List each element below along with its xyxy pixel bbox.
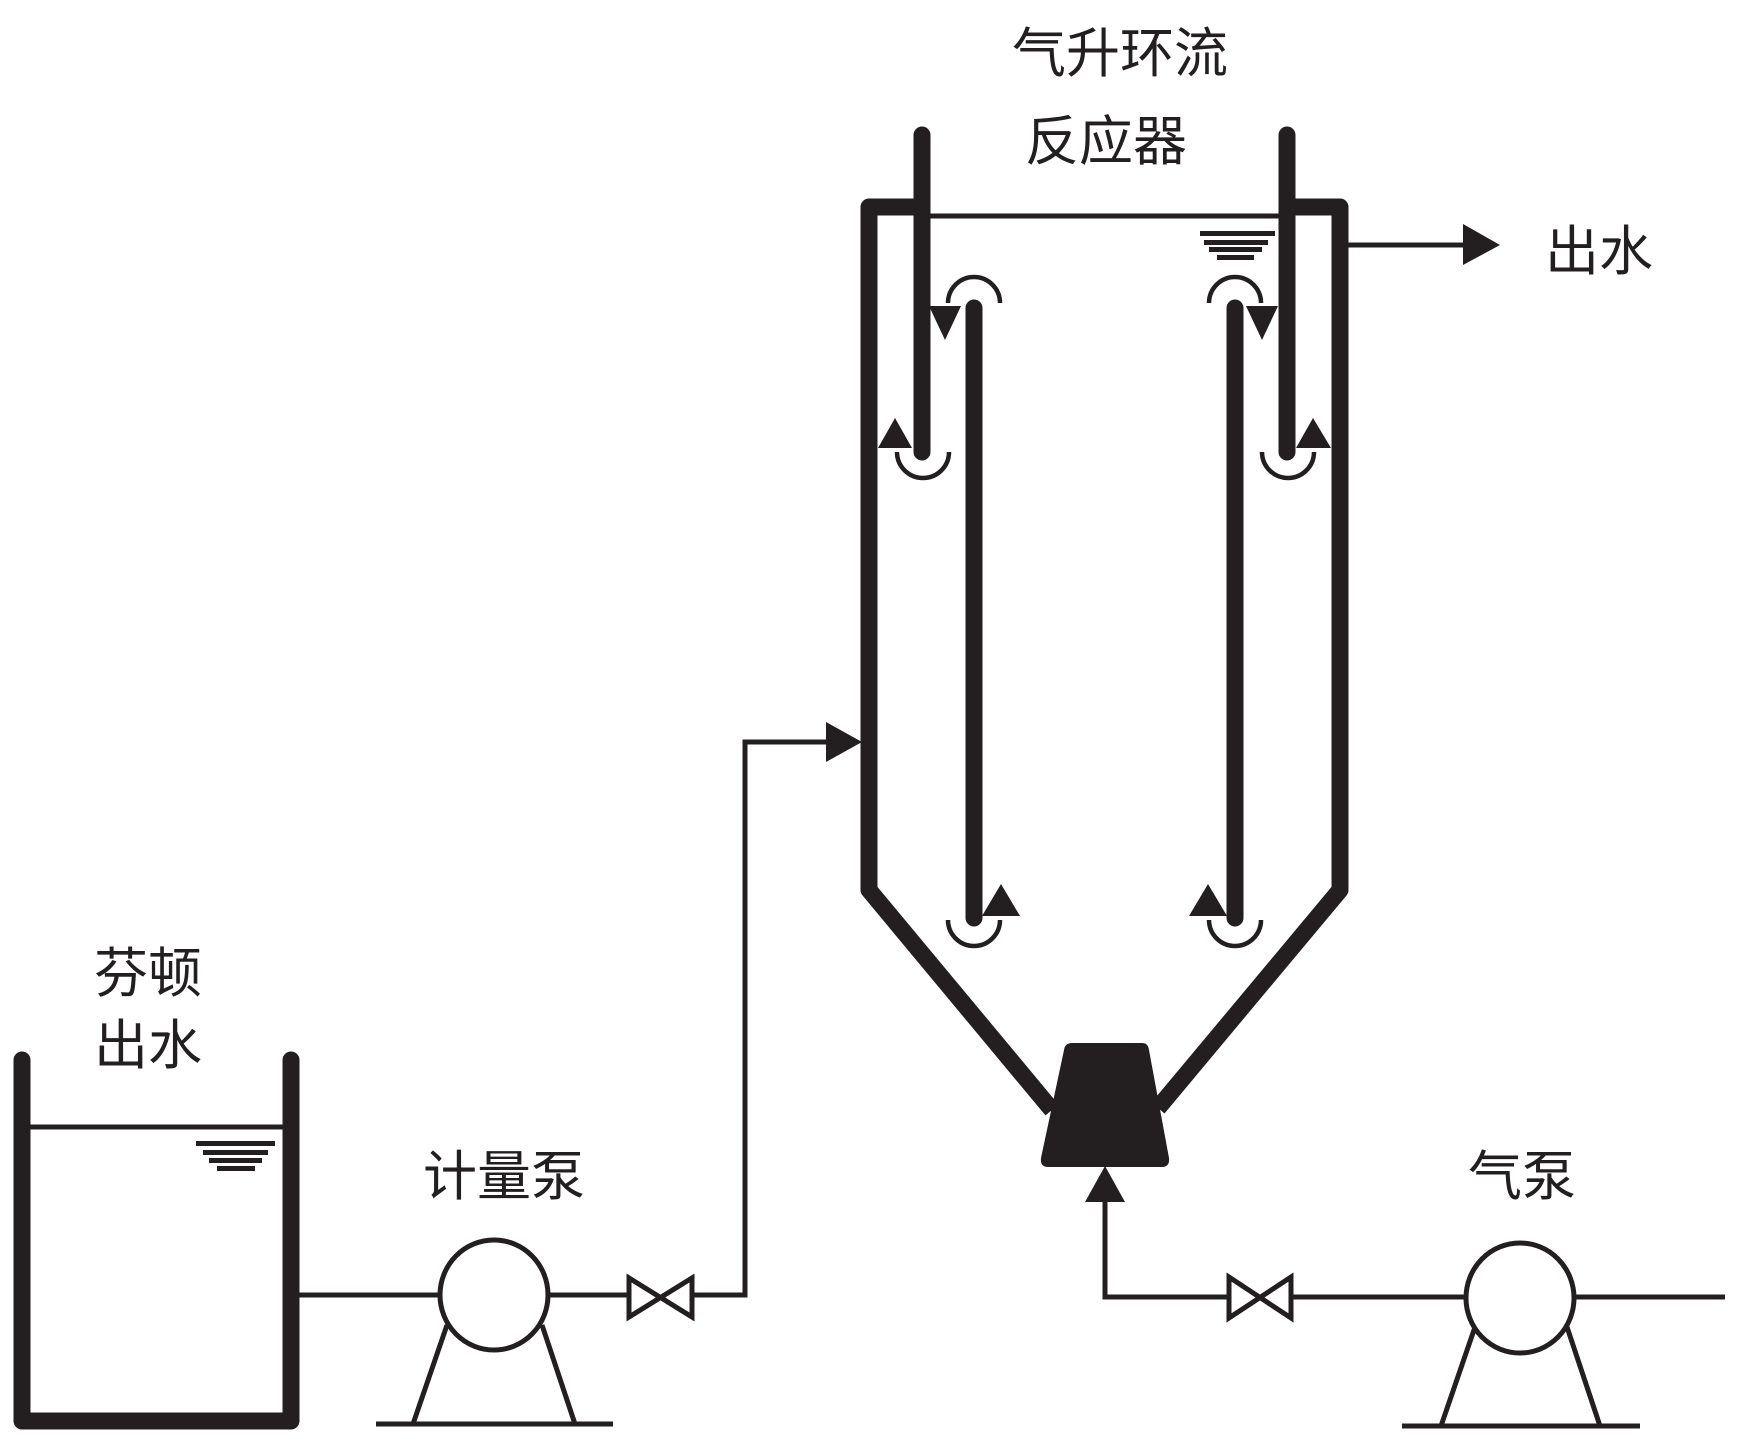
- air-pump-body: [1463, 1240, 1577, 1356]
- reactor-shell-left: [860, 198, 1059, 1116]
- left-bottom-flow-arc: [894, 451, 952, 481]
- right-riser-bottom-arc: [1206, 919, 1264, 949]
- valve-to-reactor-pipe: [692, 739, 830, 1298]
- air-pump-leg-left: [1438, 1326, 1478, 1427]
- reactor-label-line2: 反应器: [1025, 110, 1187, 173]
- left-top-flow-arc: [945, 274, 1003, 304]
- right-bottom-flow-arc: [1259, 451, 1317, 481]
- air-pump-label: 气泵: [1468, 1145, 1576, 1208]
- metering-pump-body: [437, 1237, 551, 1353]
- right-top-flow-arc: [1206, 274, 1264, 304]
- left-riser-bottom-arc: [945, 919, 1003, 949]
- air-inlet-arrow-icon: [1085, 1166, 1125, 1202]
- left-riser-up-arrow-icon: [982, 884, 1020, 916]
- right-riser-up-arrow-icon: [1189, 884, 1227, 916]
- metering-pump-label: 计量泵: [423, 1145, 585, 1208]
- metering-pump: 计量泵: [376, 1145, 613, 1427]
- left-down-arrow-icon: [929, 306, 961, 340]
- feed-tank-water-level-icon: [196, 1141, 275, 1171]
- feed-tank: 芬顿 出水: [13, 942, 300, 1430]
- air-pump-leg-right: [1564, 1326, 1603, 1427]
- feed-valve-icon: [626, 1273, 695, 1322]
- air-pump: 气泵: [1402, 1145, 1725, 1429]
- feed-tank-wall: [13, 1051, 300, 1430]
- right-up-arrow-icon: [1296, 418, 1331, 448]
- air-valve: [1226, 1272, 1294, 1323]
- metering-pump-leg-right: [539, 1324, 578, 1425]
- water-level-icon: [1200, 231, 1275, 260]
- left-up-arrow-icon: [878, 418, 912, 448]
- metering-pump-leg-left: [410, 1324, 450, 1425]
- feed-valve: [626, 1273, 695, 1322]
- feed-tank-label-line2: 出水: [94, 1014, 202, 1077]
- air-diffuser: [1040, 1043, 1170, 1167]
- reactor-label-line1: 气升环流: [1012, 22, 1228, 85]
- feed-tank-label-line1: 芬顿: [94, 942, 202, 1005]
- outlet-label: 出水: [1545, 220, 1653, 283]
- valve-to-diffuser-pipe: [1102, 1198, 1227, 1300]
- air-valve-icon: [1226, 1272, 1294, 1323]
- feed-inlet-arrow-icon: [826, 722, 862, 762]
- outlet-arrow-icon: [1463, 224, 1500, 265]
- right-down-arrow-icon: [1246, 306, 1278, 340]
- reactor: [860, 126, 1349, 1167]
- reactor-shell-right: [1151, 198, 1349, 1114]
